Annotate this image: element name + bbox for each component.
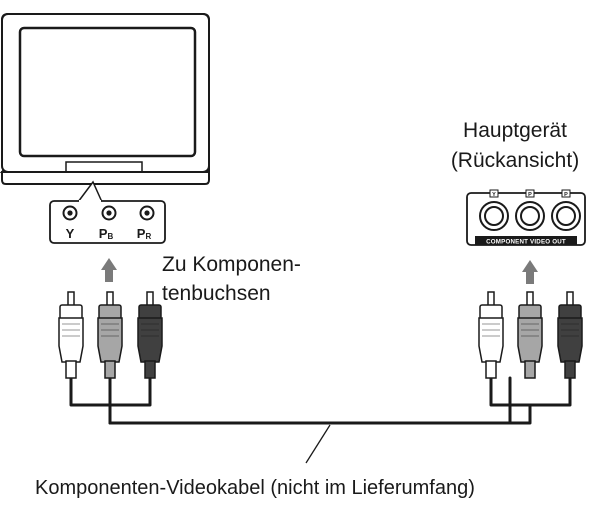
tv-jack-pr: [139, 205, 155, 221]
tv-callout-pointer: [77, 180, 103, 203]
tv-jack-y: [62, 205, 78, 221]
tab-label-y: Y: [492, 192, 496, 198]
main-unit-jack-tabs: Y P P: [489, 189, 571, 198]
cable-wires: [69, 376, 572, 425]
tab-label-pr: P: [564, 192, 568, 198]
tv-jack-sub-pr: R: [145, 232, 151, 241]
insert-arrow-main-unit: [522, 260, 538, 284]
tv-jack-pb: [101, 205, 117, 221]
main-jack-y: [479, 201, 509, 231]
tv-jack-caption-line1: Zu Komponen-: [162, 253, 301, 276]
main-unit-title: Hauptgerät: [463, 119, 567, 142]
main-jack-pb: [515, 201, 545, 231]
unit-side-plug-pb: [517, 291, 543, 379]
tv-side-plug-pb: [97, 291, 123, 379]
cable-caption-leader: [305, 424, 331, 464]
unit-side-plug-pr: [557, 291, 583, 379]
tv-jack-label-pr: P: [137, 226, 146, 241]
main-unit-rear-panel: COMPONENT VIDEO OUT Y P P: [466, 189, 586, 246]
tv-jack-panel: Y PB PR: [49, 200, 166, 244]
main-jack-pr: [551, 201, 581, 231]
unit-side-plug-y: [478, 291, 504, 379]
tab-label-pb: P: [528, 192, 532, 198]
tv-base: [1, 171, 210, 185]
svg-text:PB: PB: [99, 226, 114, 241]
tv-side-plug-y: [58, 291, 84, 379]
insert-arrow-tv: [101, 258, 117, 282]
tv-front-panel: [65, 161, 143, 173]
tv-jack-label-y: Y: [66, 226, 75, 241]
rca-plugs: [58, 291, 583, 379]
main-unit-subtitle: (Rückansicht): [450, 149, 580, 172]
arrow-shape: [522, 260, 538, 284]
tv-jack-sub-pb: B: [107, 232, 113, 241]
svg-text:PR: PR: [137, 226, 152, 241]
tv-side-plug-pr: [137, 291, 163, 379]
tv-jack-label-pb: P: [99, 226, 108, 241]
component-video-out-label: COMPONENT VIDEO OUT: [486, 239, 566, 246]
tv-jack-caption-line2: tenbuchsen: [162, 282, 271, 305]
tv-screen: [18, 26, 197, 158]
arrow-shape: [101, 258, 117, 282]
tv-illustration: [0, 13, 210, 203]
cable-caption: Komponenten-Videokabel (nicht im Lieferu…: [35, 477, 475, 499]
